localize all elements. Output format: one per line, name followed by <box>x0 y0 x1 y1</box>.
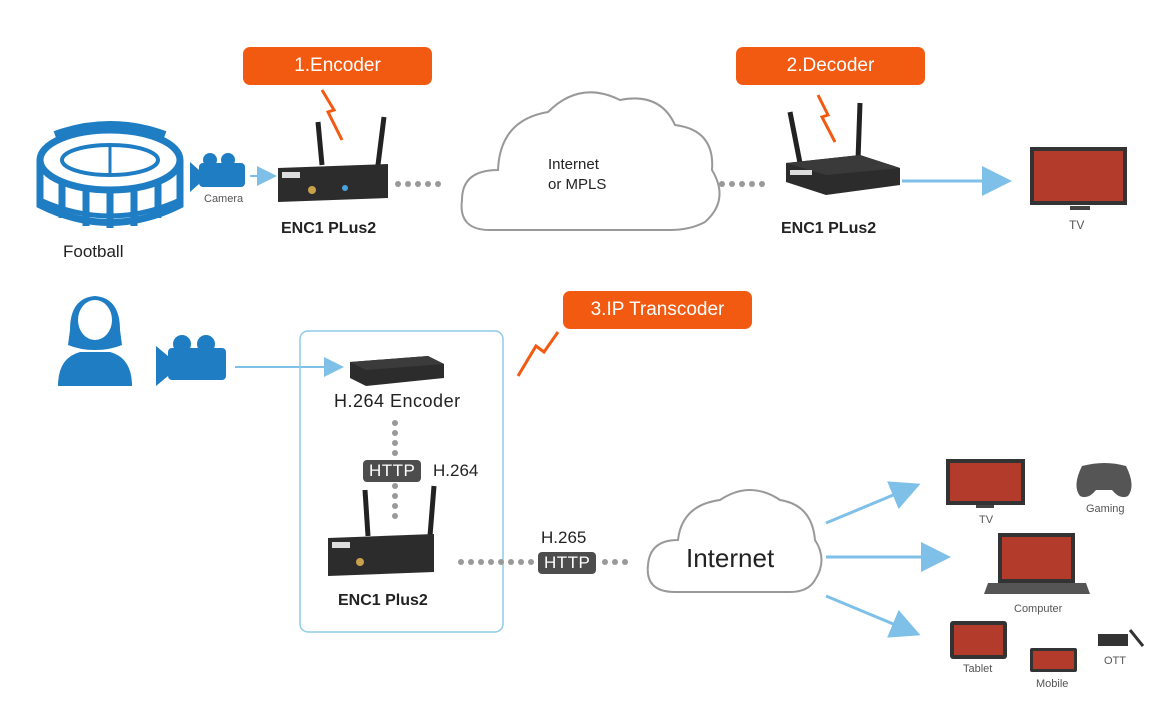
enc-plus2-label: ENC1 Plus2 <box>338 592 428 609</box>
camera-icon <box>156 335 226 386</box>
decoder-device-icon <box>786 102 900 195</box>
enc-plus2-device-icon <box>328 485 437 576</box>
h264-encoder-device-icon <box>350 356 444 386</box>
transcoder-step-badge: 3.IP Transcoder <box>563 291 752 329</box>
football-label: Football <box>63 242 124 261</box>
h265-label: H.265 <box>541 528 587 547</box>
cloud-bottom-icon <box>646 489 823 593</box>
camera-icon <box>190 153 245 192</box>
h264-encoder-label: H.264 Encoder <box>334 391 461 411</box>
encoder-device-label: ENC1 PLus2 <box>281 220 377 237</box>
cloud-top-icon <box>460 91 721 231</box>
tablet-label: Tablet <box>963 663 993 675</box>
signal-lightning-icon <box>320 89 344 141</box>
computer-label: Computer <box>1014 603 1063 615</box>
encoder-step-badge: 1.Encoder <box>243 47 432 85</box>
mobile-label: Mobile <box>1036 678 1069 690</box>
signal-lightning-icon <box>516 331 560 377</box>
cloud-top-label-line2: or MPLS <box>548 176 607 193</box>
ott-label: OTT <box>1104 655 1126 667</box>
dotted-link <box>458 559 628 565</box>
tv-icon <box>1030 147 1127 210</box>
transcoder-box <box>299 330 504 633</box>
dotted-link <box>392 420 398 519</box>
http-badge: HTTP <box>538 552 597 574</box>
h264-label: H.264 <box>433 461 479 480</box>
camera-label: Camera <box>204 193 244 205</box>
encoder-device-icon <box>278 116 388 202</box>
stadium-roof-icon <box>53 121 167 139</box>
tablet-icon <box>950 621 1007 659</box>
tv-bottom-label: TV <box>979 514 994 526</box>
cloud-top-label-line1: Internet <box>548 156 599 173</box>
laptop-icon <box>984 533 1090 594</box>
decoder-step-badge: 2.Decoder <box>736 47 925 85</box>
person-face-icon <box>78 300 112 340</box>
gaming-label: Gaming <box>1086 503 1125 515</box>
mobile-icon <box>1030 648 1077 672</box>
tv-top-label: TV <box>1069 218 1085 232</box>
http-badge: HTTP <box>363 460 422 482</box>
dotted-link <box>395 181 765 187</box>
gamepad-icon <box>1076 463 1132 498</box>
ott-box-icon <box>1098 629 1145 647</box>
cloud-bottom-label: Internet <box>686 543 775 573</box>
decoder-device-label: ENC1 PLus2 <box>781 220 877 237</box>
signal-lightning-icon <box>816 94 837 143</box>
stadium-icon <box>36 126 184 228</box>
tv-icon <box>946 459 1025 508</box>
